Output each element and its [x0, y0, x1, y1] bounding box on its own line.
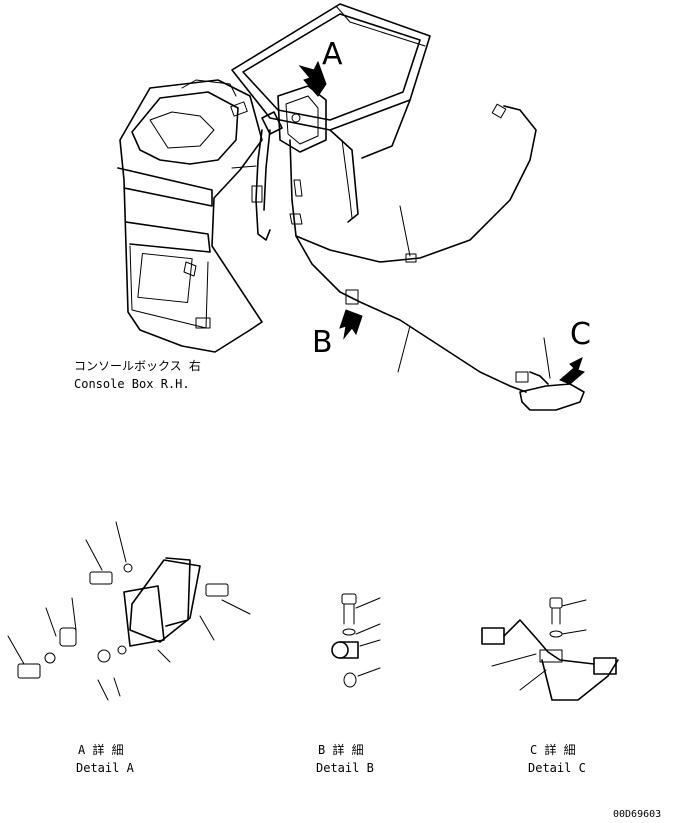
c-region-parts	[515, 337, 585, 411]
console-box	[117, 79, 263, 353]
arrow-a	[298, 60, 327, 97]
switch-box	[261, 85, 327, 153]
callout-a: A	[322, 37, 343, 72]
detail-c-drawing	[481, 597, 619, 701]
detail-a-jp: A 詳 細	[78, 743, 124, 757]
arrows	[298, 60, 585, 385]
arrow-c	[559, 357, 585, 385]
detail-a-drawing	[7, 521, 251, 701]
callout-b: B	[312, 325, 333, 360]
detail-b-drawing	[331, 593, 381, 688]
detail-b-jp: B 詳 細	[318, 743, 364, 757]
detail-c-en: Detail C	[528, 761, 586, 775]
detail-b-en: Detail B	[316, 761, 374, 775]
arrow-b	[339, 309, 363, 340]
console-label-en: Console Box R.H.	[74, 377, 190, 391]
console-label-jp: コンソールボックス 右	[74, 359, 201, 373]
detail-c-jp: C 詳 細	[530, 743, 576, 757]
harness-main	[289, 103, 537, 393]
harness-left	[231, 129, 271, 241]
detail-a-en: Detail A	[76, 761, 134, 775]
drawing-number: 00D69603	[613, 809, 662, 820]
callout-c: C	[570, 317, 591, 352]
